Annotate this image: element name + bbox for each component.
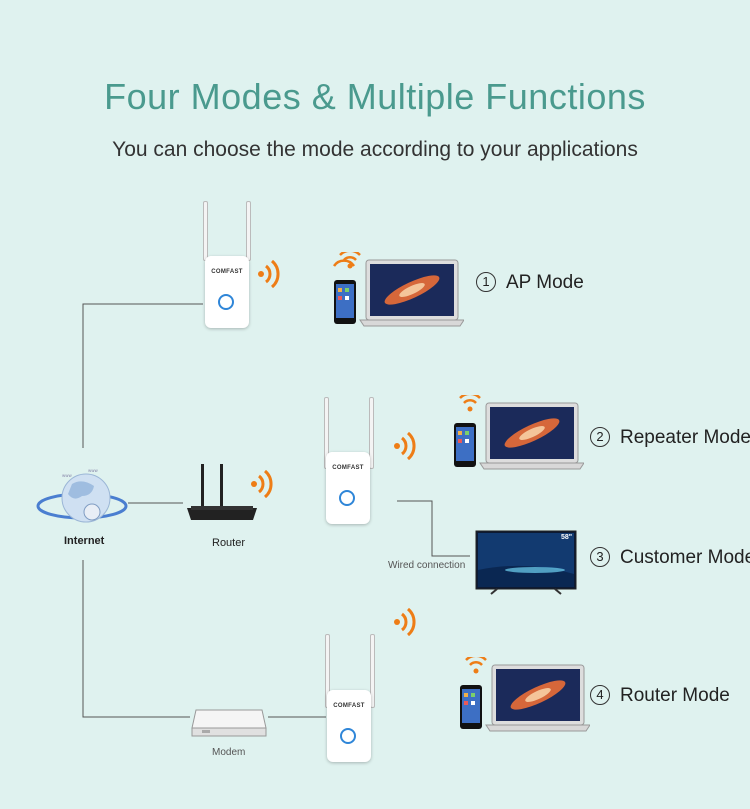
line-internet-ap xyxy=(82,303,203,448)
page-title: Four Modes & Multiple Functions xyxy=(104,76,646,117)
laptop-phone-group-router xyxy=(448,654,591,737)
brand-logo: COMFAST xyxy=(333,703,365,709)
mode-router: 4 Router Mode xyxy=(590,685,730,707)
mode-customer: 3 Customer Mode xyxy=(590,547,750,569)
mode-number: 2 xyxy=(590,427,610,447)
router-label: Router xyxy=(212,537,246,549)
line-internet-modem xyxy=(82,560,190,718)
internet-globe-icon: www www xyxy=(36,466,128,532)
brand-logo: COMFAST xyxy=(211,269,243,275)
mode-label: AP Mode xyxy=(506,272,584,293)
mode-label: Router Mode xyxy=(620,685,730,706)
mode-label: Customer Mode xyxy=(620,547,750,568)
brand-logo: COMFAST xyxy=(332,465,364,471)
svg-text:www: www xyxy=(88,468,99,473)
laptop-phone-group-repeater xyxy=(442,392,585,475)
wifi-signal-icon xyxy=(258,260,280,288)
line-wired-tv xyxy=(397,500,470,557)
wps-button-icon xyxy=(340,728,356,744)
svg-text:www: www xyxy=(62,473,73,478)
wps-button-icon xyxy=(218,294,234,310)
mode-ap: 1 AP Mode xyxy=(476,272,584,294)
tv-size-label: 58" xyxy=(561,534,573,541)
mode-number: 1 xyxy=(476,272,496,292)
mode-label: Repeater Mode xyxy=(620,427,750,448)
mode-repeater: 2 Repeater Mode xyxy=(590,427,750,449)
wps-button-icon xyxy=(339,490,355,506)
wifi-signal-icon xyxy=(394,608,416,636)
internet-label: Internet xyxy=(64,535,105,547)
mode-number: 4 xyxy=(590,685,610,705)
wifi-signal-icon xyxy=(394,432,416,460)
mode-number: 3 xyxy=(590,547,610,567)
router-icon xyxy=(183,462,261,524)
tv-icon: 58" xyxy=(475,530,577,596)
laptop-phone-group-ap xyxy=(322,249,465,332)
modem-icon xyxy=(190,706,268,740)
wifi-signal-icon xyxy=(251,470,273,498)
page-subtitle: You can choose the mode according to you… xyxy=(112,138,638,161)
wired-connection-label: Wired connection xyxy=(388,560,466,571)
modem-label: Modem xyxy=(212,747,246,758)
